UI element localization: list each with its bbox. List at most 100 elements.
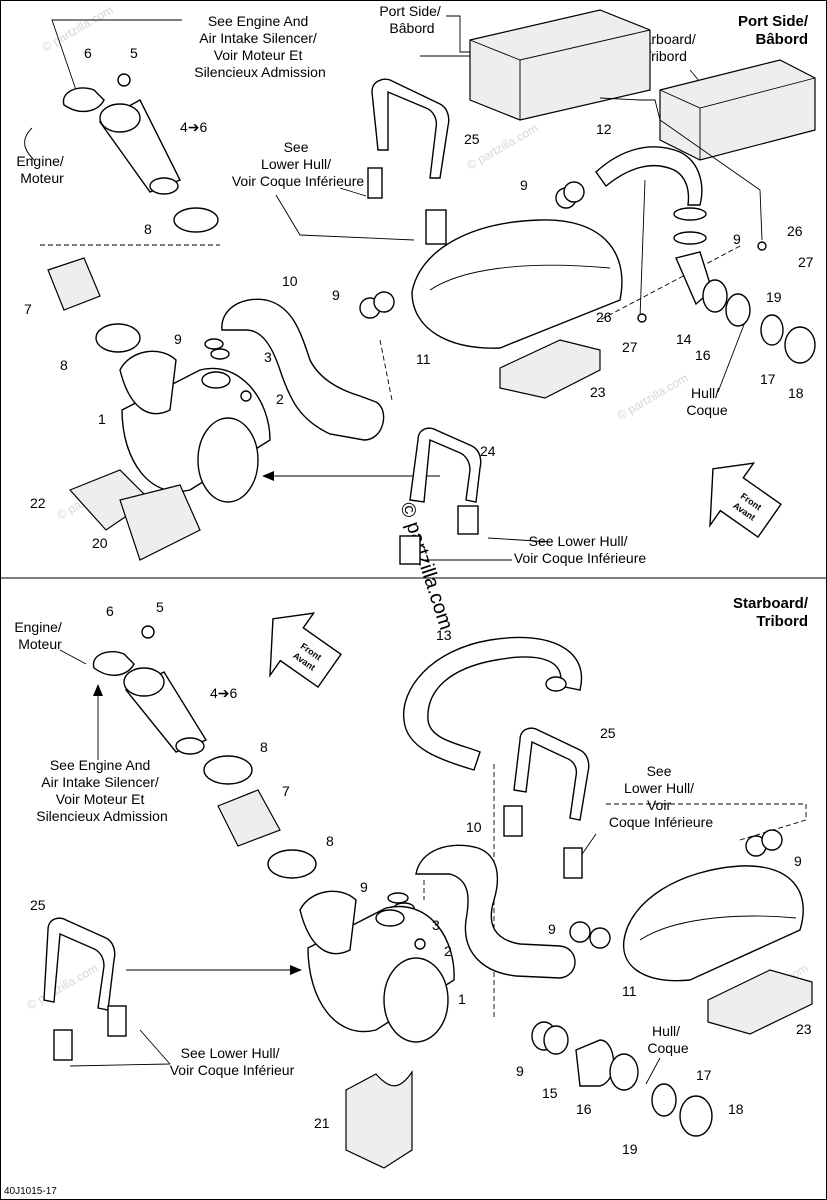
hose-end — [545, 676, 567, 692]
clamp-9 — [210, 348, 230, 360]
part-number-9: 9 — [332, 287, 340, 303]
watermark-text: © partzilla.com — [395, 500, 457, 633]
hose-10 — [221, 298, 385, 441]
part-number-26: 26 — [787, 223, 803, 239]
part-number-4: 4➔6 — [210, 685, 238, 701]
resonator-detail — [639, 915, 797, 941]
see-lower-hull-callout: See Lower Hull/ Voir Coque Inférieure — [609, 763, 714, 830]
muffler-outlet — [375, 909, 405, 927]
part-number-8: 8 — [326, 833, 334, 849]
front-direction-badge: Front Avant — [709, 462, 782, 539]
see-lower-hull-callout: See Lower Hull/ Voir Coque Inférieure — [232, 139, 365, 189]
part-number-17: 17 — [760, 371, 776, 387]
gasket-16 — [725, 293, 751, 327]
part-number-27: 27 — [622, 339, 638, 355]
lower-title-line1: Starboard/ — [733, 595, 809, 612]
hose-line — [599, 97, 763, 241]
watermark-text: © partzilla.com — [25, 961, 101, 1013]
dashed-guide — [379, 339, 393, 401]
clamp-9 — [569, 921, 591, 943]
part-number-2: 2 — [276, 391, 284, 407]
bracket — [53, 1029, 73, 1061]
part-number-6: 6 — [84, 45, 92, 61]
part-number-21: 21 — [314, 1115, 330, 1131]
part-number-26: 26 — [596, 309, 612, 325]
part-number-27: 27 — [798, 254, 814, 270]
arrow-head — [262, 471, 274, 481]
part-number-23: 23 — [796, 1021, 812, 1037]
part-number-10: 10 — [282, 273, 298, 289]
lower-section: Starboard/ Tribord Engine/ Moteur See En… — [14, 595, 813, 1169]
part-number-1: 1 — [458, 991, 466, 1007]
sleeve-7 — [217, 789, 281, 847]
leader-line — [717, 321, 746, 393]
clamp-9 — [589, 927, 611, 949]
part-number-8: 8 — [144, 221, 152, 237]
upper-title-line1: Port Side/ — [738, 13, 809, 30]
muffler-end — [197, 417, 259, 503]
fitting-26 — [637, 313, 647, 323]
strap-24 — [409, 427, 482, 503]
part-number-8: 8 — [60, 357, 68, 373]
see-engine-callout: See Engine And Air Intake Silencer/ Voir… — [36, 757, 168, 824]
muffler-inlet — [299, 890, 357, 955]
part-number-23: 23 — [590, 384, 606, 400]
engine-callout: Engine/ Moteur — [14, 619, 65, 652]
clamp-9 — [673, 207, 707, 221]
leader-line — [69, 1029, 171, 1067]
clamp-9 — [563, 181, 585, 203]
bracket — [425, 209, 447, 245]
pad-23 — [707, 969, 813, 1035]
clamp-8 — [267, 849, 317, 879]
resonator-11 — [411, 219, 623, 349]
muffler-outlet — [201, 371, 231, 389]
bolt-5 — [141, 625, 155, 639]
gasket-16 — [609, 1053, 639, 1091]
part-number-20: 20 — [92, 535, 108, 551]
see-lower-hull-callout: See Lower Hull/ Voir Coque Inférieur — [170, 1045, 295, 1078]
hull-callout: Hull/ Coque — [686, 385, 727, 418]
footer-code: 40J1015-17 — [4, 1186, 57, 1197]
upper-title-line2: Bâbord — [756, 31, 809, 48]
leader-line — [339, 187, 367, 197]
leader-line — [59, 649, 87, 665]
lower-part-numbers: 6 5 4➔6 8 7 8 13 25 10 9 3 2 9 9 11 25 1… — [30, 599, 812, 1157]
upper-section: Port Side/ Bâbord See Engine And Air Int… — [16, 3, 816, 566]
part-number-4: 4➔6 — [180, 119, 208, 135]
leader-line — [24, 127, 35, 161]
nut-18 — [784, 326, 816, 364]
part-number-18: 18 — [728, 1101, 744, 1117]
leader-line — [645, 1057, 661, 1085]
part-number-3: 3 — [264, 349, 272, 365]
clamp-6 — [92, 650, 135, 676]
part-number-7: 7 — [282, 783, 290, 799]
pipe-end — [175, 737, 205, 755]
strap-25 — [513, 727, 590, 821]
bracket — [367, 167, 383, 199]
clamp-9 — [543, 1025, 569, 1055]
port-muffler-tank — [469, 9, 651, 121]
watermark-text: © partzilla.com — [615, 371, 691, 423]
leader-line — [275, 194, 415, 241]
part-number-18: 18 — [788, 385, 804, 401]
sensor-2 — [240, 390, 252, 402]
strap-25 — [371, 78, 450, 179]
nut-18 — [679, 1095, 713, 1137]
bracket — [107, 1005, 127, 1037]
part-number-1: 1 — [98, 411, 106, 427]
part-number-9: 9 — [360, 879, 368, 895]
strap-25 — [43, 917, 116, 1011]
part-number-10: 10 — [466, 819, 482, 835]
resonator-detail — [429, 264, 611, 291]
dashed-guide — [599, 245, 741, 321]
part-number-5: 5 — [156, 599, 164, 615]
clamp-8 — [95, 323, 141, 353]
pipe-flange — [99, 103, 141, 133]
arrow-head — [93, 684, 103, 696]
part-number-16: 16 — [695, 347, 711, 363]
watermark-text: © partzilla.com — [40, 3, 116, 55]
fitting-26 — [757, 241, 767, 251]
sensor-2 — [414, 938, 426, 950]
clamp-9 — [204, 338, 224, 350]
